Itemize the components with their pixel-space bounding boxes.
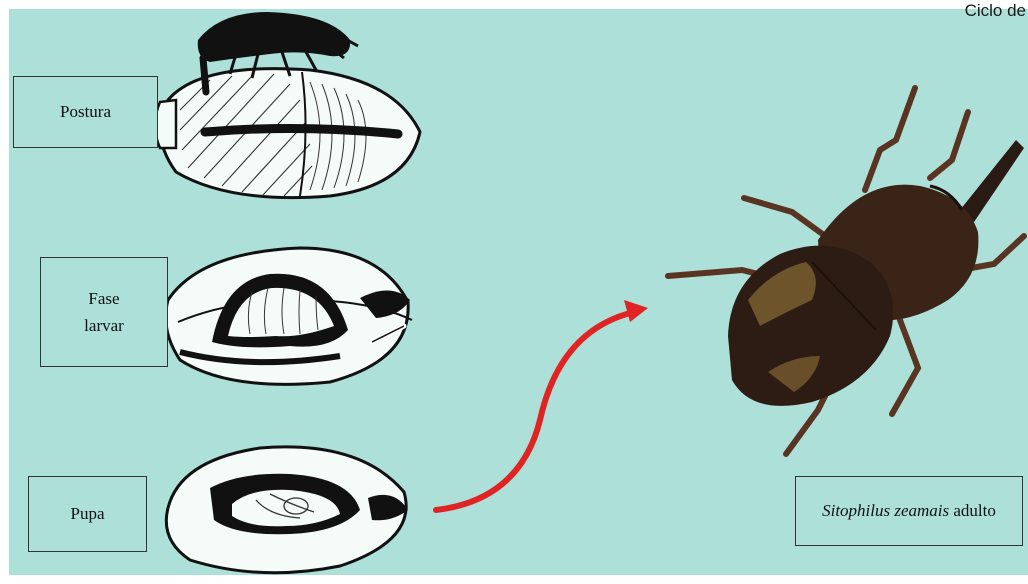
adult-weevil-illustration bbox=[668, 88, 1024, 454]
postura-label: Postura bbox=[60, 98, 111, 125]
pupa-label: Pupa bbox=[71, 500, 105, 527]
adult-label: Sitophilus zeamais adulto bbox=[822, 497, 996, 524]
pupa-label-box: Pupa bbox=[28, 476, 147, 552]
larval-label-line1: Fase bbox=[88, 285, 119, 312]
adult-suffix: adulto bbox=[949, 501, 996, 520]
larval-label-box: Fase larvar bbox=[40, 257, 168, 367]
species-name: Sitophilus zeamais bbox=[822, 501, 949, 520]
adult-label-box: Sitophilus zeamais adulto bbox=[795, 476, 1023, 546]
larval-label-line2: larvar bbox=[84, 312, 124, 339]
progression-arrow bbox=[436, 300, 648, 510]
pupa-grain-illustration bbox=[166, 447, 408, 573]
larval-grain-illustration bbox=[166, 248, 412, 384]
postura-label-box: Postura bbox=[13, 76, 158, 148]
postura-grain-illustration bbox=[155, 12, 420, 198]
